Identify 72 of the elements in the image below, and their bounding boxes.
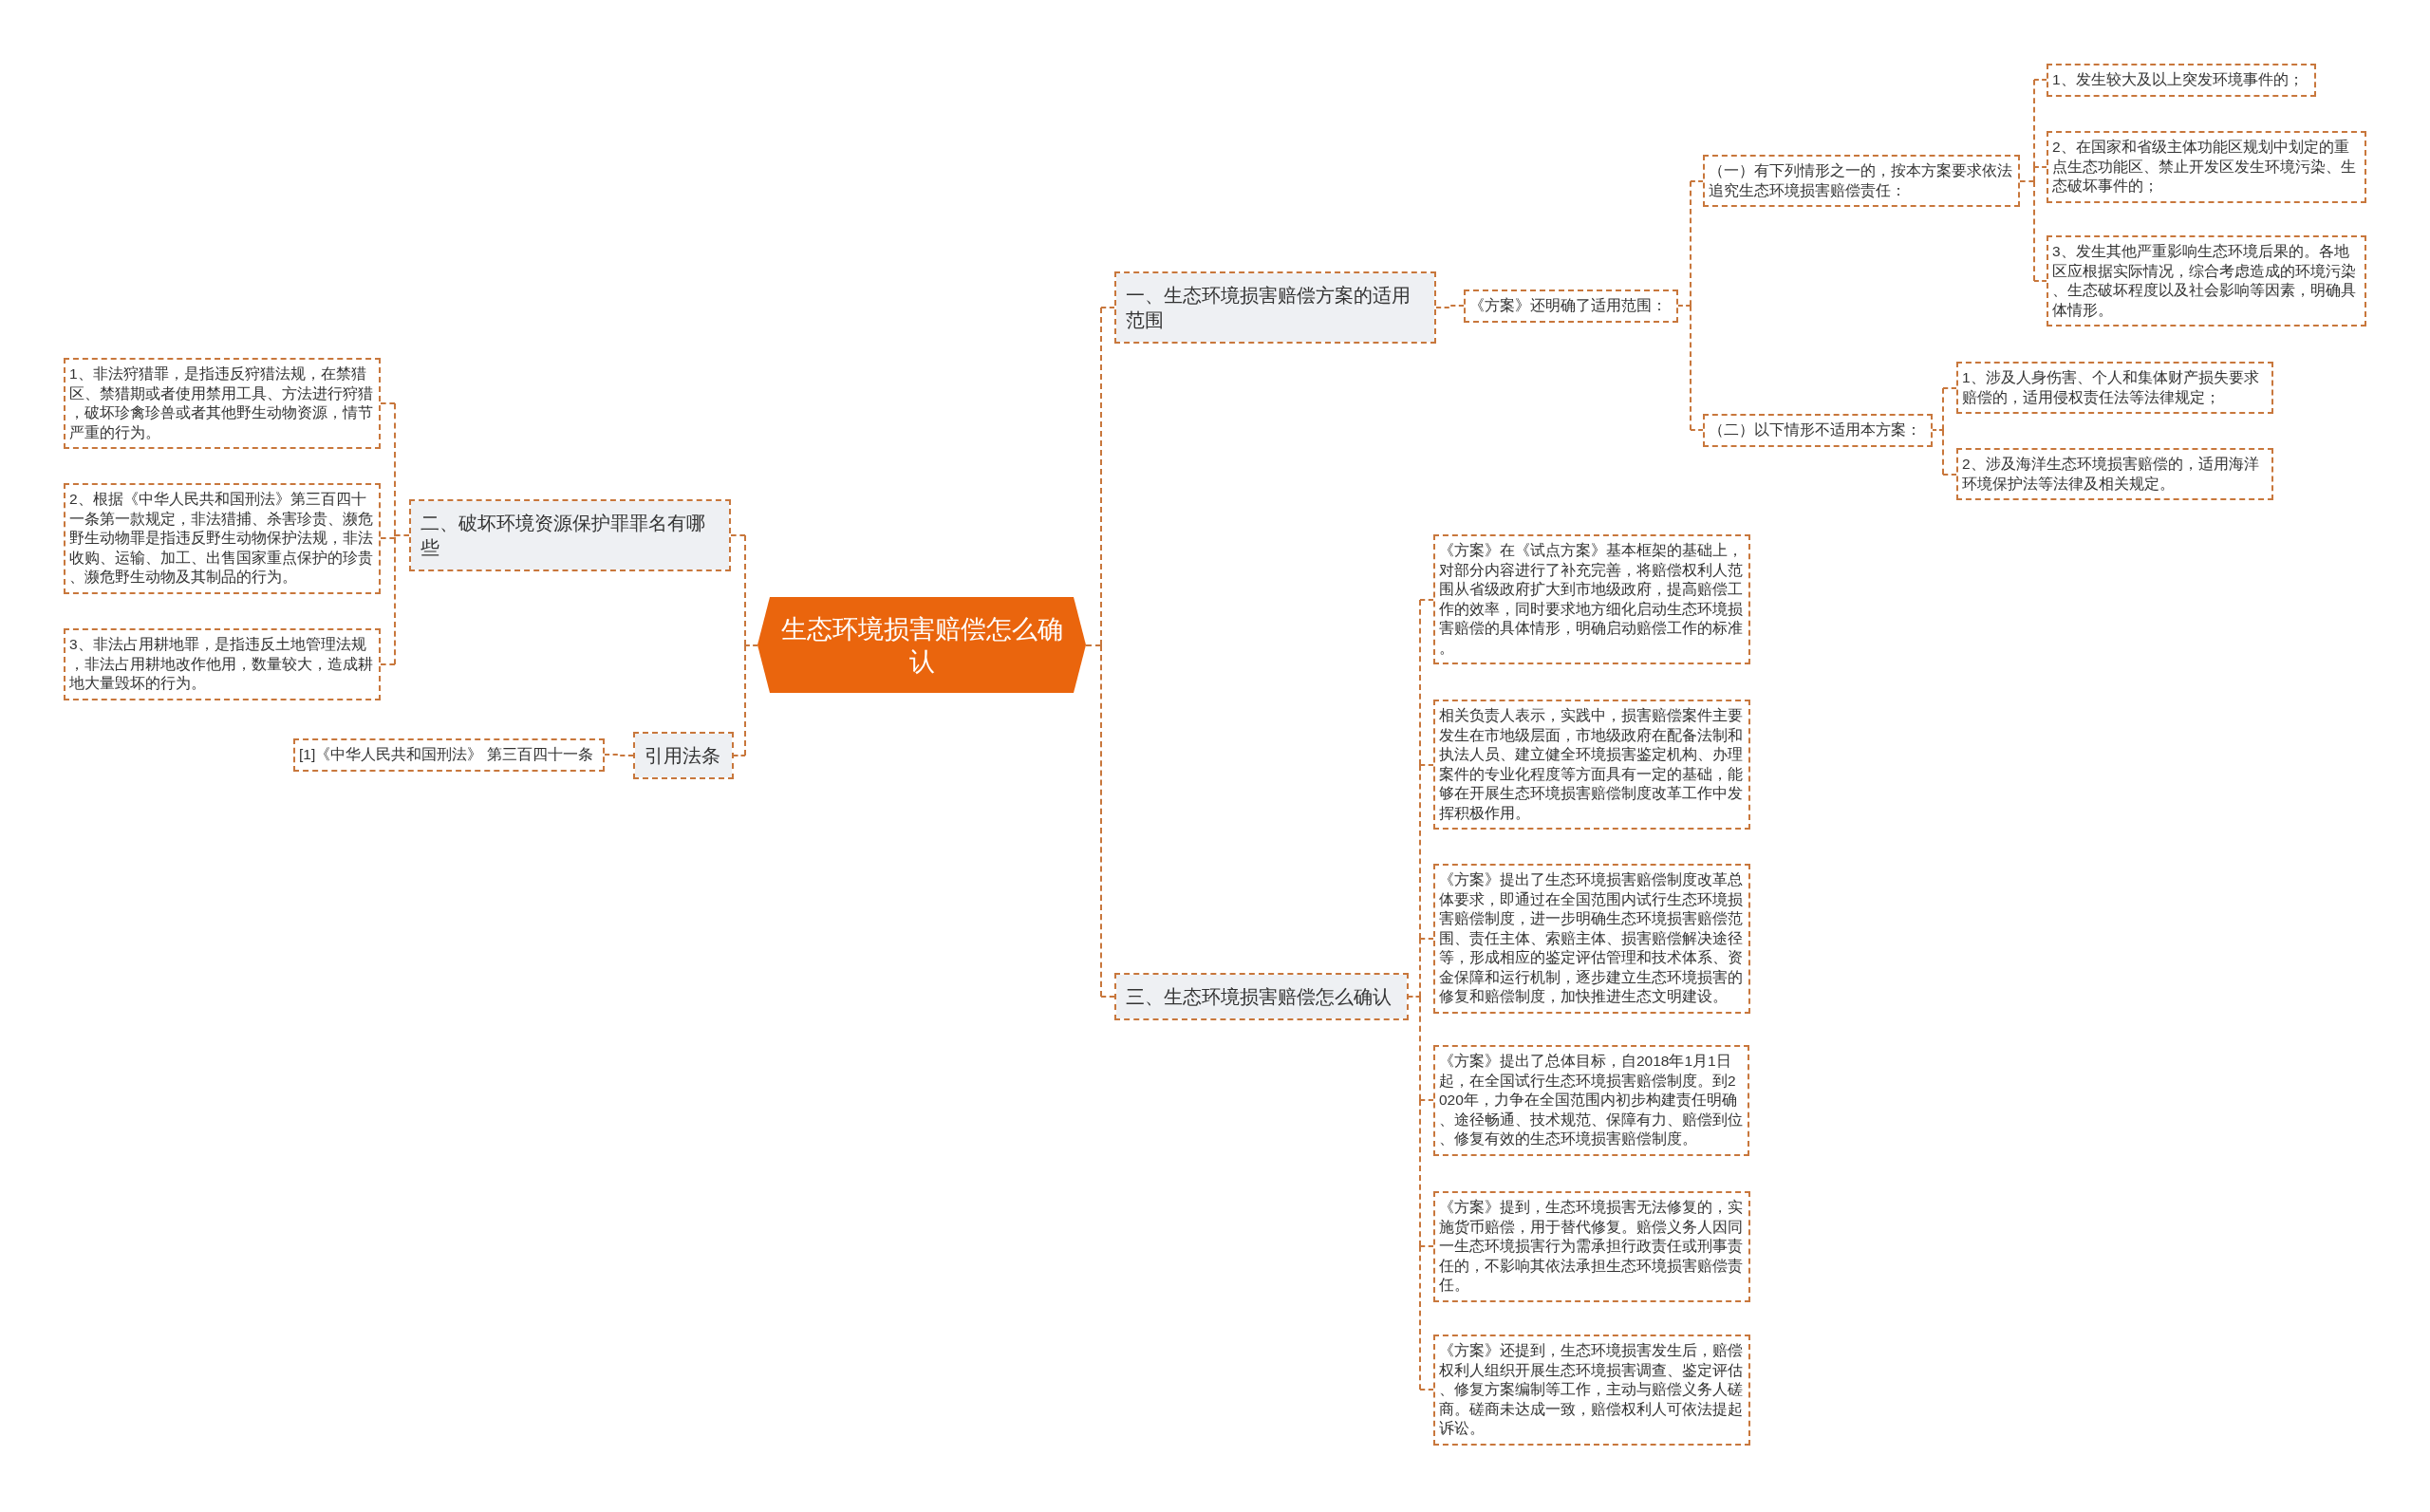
connector-line bbox=[1419, 1099, 1421, 1247]
connector-line bbox=[1085, 644, 1102, 646]
connector-line bbox=[394, 537, 396, 665]
connector-line bbox=[744, 644, 746, 756]
connector-line bbox=[1942, 387, 1944, 431]
connector-line bbox=[730, 534, 746, 536]
connector-line bbox=[1419, 1245, 1421, 1391]
note-box: （二）以下情形不适用本方案： bbox=[1703, 414, 1933, 447]
connector-line bbox=[1419, 599, 1434, 601]
connector-line bbox=[1690, 180, 1704, 182]
note-box: 《方案》还提到，生态环境损害发生后，赔偿权利人组织开展生态环境损害调查、鉴定评估、修复方案编制等工作，主动与赔偿义务人磋商。磋商未达成一致，赔偿权利人可依法提起诉讼。 bbox=[1433, 1335, 1750, 1446]
connector-line bbox=[2033, 79, 2035, 168]
connector-line bbox=[394, 402, 396, 536]
topic-hexagon: 生态环境损害赔偿怎么确认 bbox=[757, 597, 1086, 693]
branch-box: 一、生态环境损害赔偿方案的适用范围 bbox=[1114, 271, 1436, 344]
connector-line bbox=[2019, 180, 2035, 182]
connector-line bbox=[744, 644, 758, 646]
connector-line bbox=[1408, 996, 1421, 998]
connector-line bbox=[1932, 429, 1944, 431]
note-box: 3、发生其他严重影响生态环境后果的。各地区应根据实际情况，综合考虑造成的环境污染、生态破坏程度以及社会影响等因素，明确具体情形。 bbox=[2047, 235, 2366, 327]
connector-line bbox=[1677, 305, 1692, 307]
connector-line bbox=[1942, 387, 1957, 389]
note-box: （一）有下列情形之一的，按本方案要求依法追究生态环境损害赔偿责任： bbox=[1703, 155, 2020, 207]
connector-line bbox=[1419, 599, 1421, 766]
connector-line bbox=[604, 754, 634, 756]
connector-line bbox=[1419, 1245, 1434, 1247]
connector-line bbox=[2033, 280, 2047, 282]
note-box: 1、非法狩猎罪，是指违反狩猎法规，在禁猎区、禁猎期或者使用禁用工具、方法进行狩猎，破坏珍禽珍兽或者其他野生动物资源，情节严重的行为。 bbox=[64, 358, 381, 449]
connector-line bbox=[1419, 938, 1434, 940]
connector-line bbox=[1100, 307, 1102, 646]
connector-line bbox=[744, 534, 746, 646]
connector-line bbox=[1419, 996, 1421, 1101]
note-box: 2、根据《中华人民共和国刑法》第三百四十一条第一款规定，非法猎捕、杀害珍贵、濒危野生动物罪是指违反野生动物保护法规，非法收购、运输、加工、出售国家重点保护的珍贵、濒危野生动物及其制品的行为。 bbox=[64, 483, 381, 594]
note-box: 1、发生较大及以上突发环境事件的； bbox=[2047, 64, 2316, 97]
connector-line bbox=[1419, 764, 1421, 940]
connector-line bbox=[733, 755, 746, 756]
note-box: 相关负责人表示，实践中，损害赔偿案件主要发生在市地级层面，市地级政府在配备法制和执法人员、建立健全环境损害鉴定机构、办理案件的专业化程度等方面具有一定的基础，能够在开展生态环境损害赔偿制度改革工作中发挥积极作用。 bbox=[1433, 700, 1750, 830]
note-box: 3、非法占用耕地罪，是指违反土地管理法规，非法占用耕地改作他用，数量较大，造成耕地大量毁坏的行为。 bbox=[64, 628, 381, 700]
connector-line bbox=[2033, 79, 2047, 81]
connector-line bbox=[1690, 429, 1704, 431]
note-box: 《方案》还明确了适用范围： bbox=[1464, 289, 1678, 323]
connector-line bbox=[1419, 938, 1421, 998]
note-box: 《方案》提出了总体目标，自2018年1月1日起，在全国试行生态环境损害赔偿制度。到2020年，力争在全国范围内初步构建责任明确、途径畅通、技术规范、保障有力、赔偿到位、修复有效的生态环境损害赔偿制度。 bbox=[1433, 1045, 1749, 1156]
connector-line bbox=[1942, 429, 1944, 476]
connector-line bbox=[1100, 307, 1115, 308]
note-box: [1]《中华人民共和国刑法》 第三百四十一条 bbox=[293, 738, 605, 772]
connector-line bbox=[2033, 166, 2047, 168]
connector-line bbox=[1100, 644, 1102, 998]
connector-line bbox=[1435, 305, 1465, 308]
note-box: 《方案》在《试点方案》基本框架的基础上，对部分内容进行了补充完善，将赔偿权利人范围从省级政府扩大到市地级政府，提高赔偿工作的效率，同时要求地方细化启动生态环境损害赔偿的具体情形，明确启动赔偿工作的标准。 bbox=[1433, 534, 1750, 664]
connector-line bbox=[1690, 305, 1692, 431]
connector-line bbox=[1419, 1389, 1434, 1391]
note-box: 2、在国家和省级主体功能区规划中划定的重点生态功能区、禁止开发区发生环境污染、生态破坏事件的； bbox=[2047, 131, 2366, 203]
connector-line bbox=[380, 402, 396, 404]
connector-line bbox=[1419, 764, 1434, 766]
connector-line bbox=[1100, 996, 1115, 998]
connector-line bbox=[1690, 180, 1692, 307]
note-box: 《方案》提到，生态环境损害无法修复的，实施货币赔偿，用于替代修复。赔偿义务人因同一生态环境损害行为需承担行政责任或刑事责任的，不影响其依法承担生态环境损害赔偿责任。 bbox=[1433, 1191, 1750, 1302]
branch-box: 二、破坏环境资源保护罪罪名有哪些 bbox=[409, 499, 731, 571]
connector-line bbox=[394, 534, 410, 536]
note-box: 2、涉及海洋生态环境损害赔偿的，适用海洋环境保护法等法律及相关规定。 bbox=[1956, 448, 2273, 500]
note-box: 1、涉及人身伤害、个人和集体财产损失要求赔偿的，适用侵权责任法等法律规定； bbox=[1956, 362, 2273, 414]
connector-line bbox=[380, 663, 396, 665]
note-box: 《方案》提出了生态环境损害赔偿制度改革总体要求，即通过在全国范围内试行生态环境损害赔偿制度，进一步明确生态环境损害赔偿范围、责任主体、索赔主体、损害赔偿解决途径等，形成相应的鉴定评估管理和技术体系、资金保障和运行机制，逐步建立生态环境损害的修复和赔偿制度，加快推进生态文明建设。 bbox=[1433, 864, 1750, 1014]
connector-line bbox=[2033, 180, 2035, 282]
branch-box: 引用法条 bbox=[633, 732, 734, 779]
connector-line bbox=[1942, 474, 1957, 476]
branch-box: 三、生态环境损害赔偿怎么确认 bbox=[1114, 973, 1409, 1020]
connector-line bbox=[380, 537, 396, 539]
connector-line bbox=[394, 534, 396, 539]
connector-line bbox=[1419, 1099, 1434, 1101]
connector-line bbox=[2033, 166, 2035, 182]
